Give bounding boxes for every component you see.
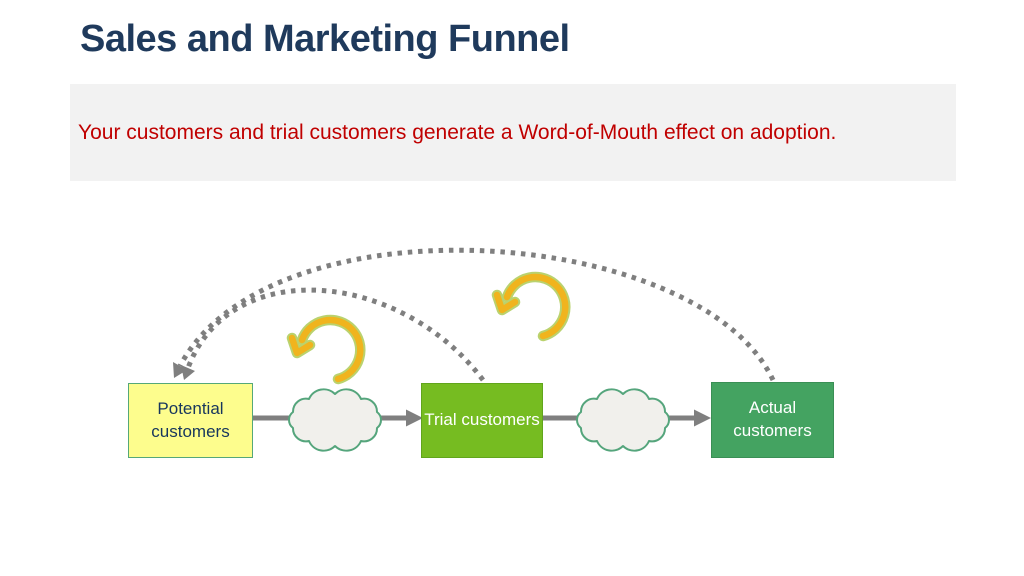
- node-trial-customers: Trial customers: [421, 383, 543, 458]
- message-banner: Your customers and trial customers gener…: [70, 84, 956, 181]
- node-label: Actual customers: [733, 398, 812, 440]
- cloud-icon: [288, 388, 382, 452]
- arrowhead-icon: [406, 409, 423, 427]
- node-actual-customers: Actual customers: [711, 382, 834, 458]
- banner-text: Your customers and trial customers gener…: [78, 120, 837, 144]
- rotate-icon-stroke: [493, 273, 569, 340]
- node-label: Potential customers: [151, 398, 230, 441]
- feedback-arc-trial-to-potential: [185, 287, 485, 382]
- page-title: Sales and Marketing Funnel: [80, 18, 570, 60]
- node-label: Trial customers: [424, 410, 540, 430]
- rotate-ccw-icon-2: [491, 271, 571, 342]
- rotate-ccw-icon-1: [286, 314, 366, 385]
- node-potential-customers: Potential customers: [128, 383, 253, 458]
- flow-arrowheads: [406, 409, 711, 427]
- arrowhead-icon: [173, 362, 187, 378]
- rotate-icon-stroke: [288, 316, 364, 383]
- feedback-arc-actual-to-potential: [177, 247, 776, 382]
- arrowhead-icon: [181, 365, 195, 380]
- feedback-arcs: [177, 247, 776, 382]
- feedback-arc-arrowheads: [173, 362, 195, 380]
- cloud-icon: [576, 388, 670, 452]
- clouds: [288, 388, 670, 452]
- arrowhead-icon: [694, 409, 711, 427]
